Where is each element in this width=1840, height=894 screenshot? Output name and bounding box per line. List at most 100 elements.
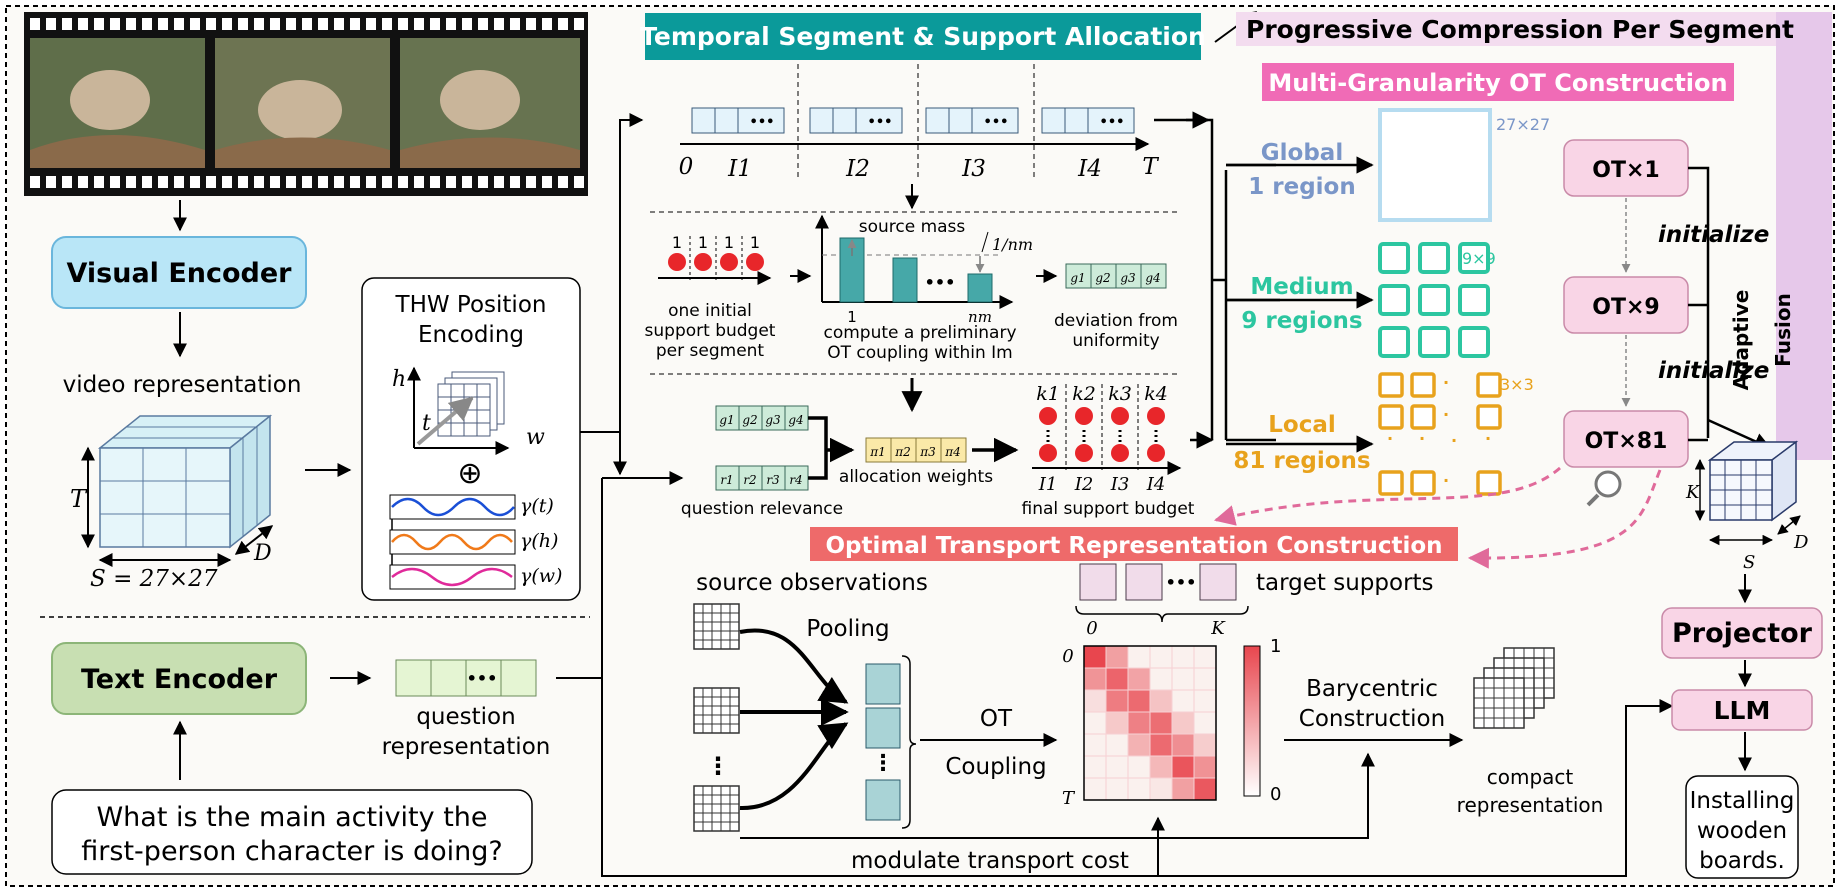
question-relevance-g-bar (715, 405, 809, 431)
heatmap-cell (1105, 755, 1129, 779)
budget-one-4: 1 (750, 233, 760, 252)
sprocket-hole (126, 176, 136, 188)
cube-S-formula: S = 27×27 (90, 566, 218, 592)
pooled-token-k (865, 779, 901, 821)
progressive-title: Progressive Compression Per Segment (1246, 15, 1794, 44)
final-support-budget (1032, 384, 1182, 475)
heatmap-colorbar (1243, 645, 1261, 797)
r-hat-4: r4 (789, 473, 802, 487)
barycentric-line-1: Barycentric (1306, 676, 1438, 702)
coupling-heatmap (1083, 645, 1217, 801)
otrep-title-bar (810, 527, 1458, 561)
compute-coupling-line-2: OT coupling within Im (827, 343, 1012, 363)
heatmap-cell (1105, 667, 1129, 691)
target-support-2 (1125, 563, 1163, 601)
question-representation-bar (395, 659, 537, 697)
sprocket-hole (430, 18, 440, 30)
gamma-t-label: γ(t) (520, 495, 554, 517)
heatmap-cell (1149, 733, 1173, 757)
pi-hat-4: π4 (944, 445, 961, 459)
local-grid-ellipsis: · (1387, 429, 1393, 448)
sprocket-hole (478, 176, 488, 188)
segment-dots-2: ••• (868, 115, 893, 130)
local-region-cell (1410, 404, 1436, 430)
deviation-g-bar (1065, 263, 1167, 289)
medium-size-label: 9×9 (1462, 249, 1496, 268)
heatmap-cell (1149, 711, 1173, 735)
initial-support-dots (658, 236, 772, 285)
question-relevance-r-bar (715, 465, 809, 491)
sprocket-hole (222, 18, 232, 30)
video-representation-cube (97, 414, 273, 549)
question-rep-line-2: representation (382, 734, 551, 760)
k-label-2: k2 (1072, 383, 1096, 405)
local-region-count: 81 regions (1233, 448, 1370, 474)
medium-label: Medium (1250, 274, 1353, 300)
small-grid (693, 785, 740, 832)
text-encoder-box (51, 642, 307, 715)
medium-region-cell (1418, 326, 1450, 358)
final-budget-label: final support budget (1022, 499, 1195, 519)
timeline-zero: 0 (679, 154, 694, 180)
video-film-strip (24, 12, 588, 196)
heatmap-cell (1149, 645, 1173, 669)
answer-line-2: wooden (1697, 818, 1787, 844)
sprocket-hole (142, 176, 152, 188)
heatmap-cell (1149, 755, 1173, 779)
sprocket-hole (94, 176, 104, 188)
segment-dots-1: ••• (750, 115, 775, 130)
thw-title-2: Encoding (418, 322, 524, 348)
text-encoder-label: Text Encoder (81, 664, 278, 695)
r-hat-1: r1 (720, 473, 733, 487)
heatmap-cell (1149, 667, 1173, 691)
heatmap-T-label: T (1062, 788, 1076, 809)
heatmap-cell (1171, 689, 1195, 713)
thw-grid-stack (437, 371, 505, 437)
timeline (680, 64, 1150, 180)
heatmap-cell (1193, 667, 1217, 691)
barycentric-line-2: Construction (1299, 706, 1445, 732)
fused-K-label: K (1685, 482, 1701, 503)
initialize-label-2: initialize (1658, 358, 1769, 384)
multigran-title-bar (1262, 63, 1734, 101)
heatmap-cell (1083, 711, 1107, 735)
r-hat-2: r2 (743, 473, 756, 487)
fused-S-label: S (1743, 552, 1755, 573)
sprocket-hole (78, 176, 88, 188)
coupling-label: Coupling (945, 754, 1046, 780)
global-region-count: 1 region (1248, 174, 1355, 200)
sprocket-hole (302, 18, 312, 30)
axis-t-label: t (422, 411, 431, 436)
k-label-4: k4 (1144, 383, 1168, 405)
pooled-dots: ⋮ (872, 751, 894, 776)
medium-region-cell (1378, 326, 1410, 358)
answer-line-3: boards. (1699, 848, 1785, 874)
sprocket-hole (302, 176, 312, 188)
timeline-T: T (1142, 154, 1159, 180)
local-region-cell (1410, 372, 1436, 398)
cube-D-label: D (253, 541, 272, 566)
small-grid (1473, 677, 1525, 729)
sprocket-hole (526, 176, 536, 188)
sprocket-hole (62, 176, 72, 188)
heatmap-cell (1083, 733, 1107, 757)
sprocket-hole (270, 18, 280, 30)
sprocket-hole (398, 176, 408, 188)
sprocket-hole (414, 18, 424, 30)
fused-output-cube (1707, 440, 1799, 522)
source-observations-label: source observations (696, 570, 928, 596)
heatmap-cell (1171, 711, 1195, 735)
sprocket-hole (286, 18, 296, 30)
target-dots: ••• (1166, 573, 1197, 592)
medium-region-cell (1458, 284, 1490, 316)
global-region-grid (1378, 108, 1492, 222)
compute-coupling-line-1: compute a preliminary (823, 323, 1016, 343)
pooled-token-2 (865, 707, 901, 749)
heatmap-cell (1193, 689, 1217, 713)
heatmap-cell (1105, 689, 1129, 713)
axis-h-label: h (392, 367, 406, 392)
heatmap-cell (1083, 689, 1107, 713)
budget-one-2: 1 (698, 233, 708, 252)
histogram-dots: ••• (925, 273, 956, 292)
